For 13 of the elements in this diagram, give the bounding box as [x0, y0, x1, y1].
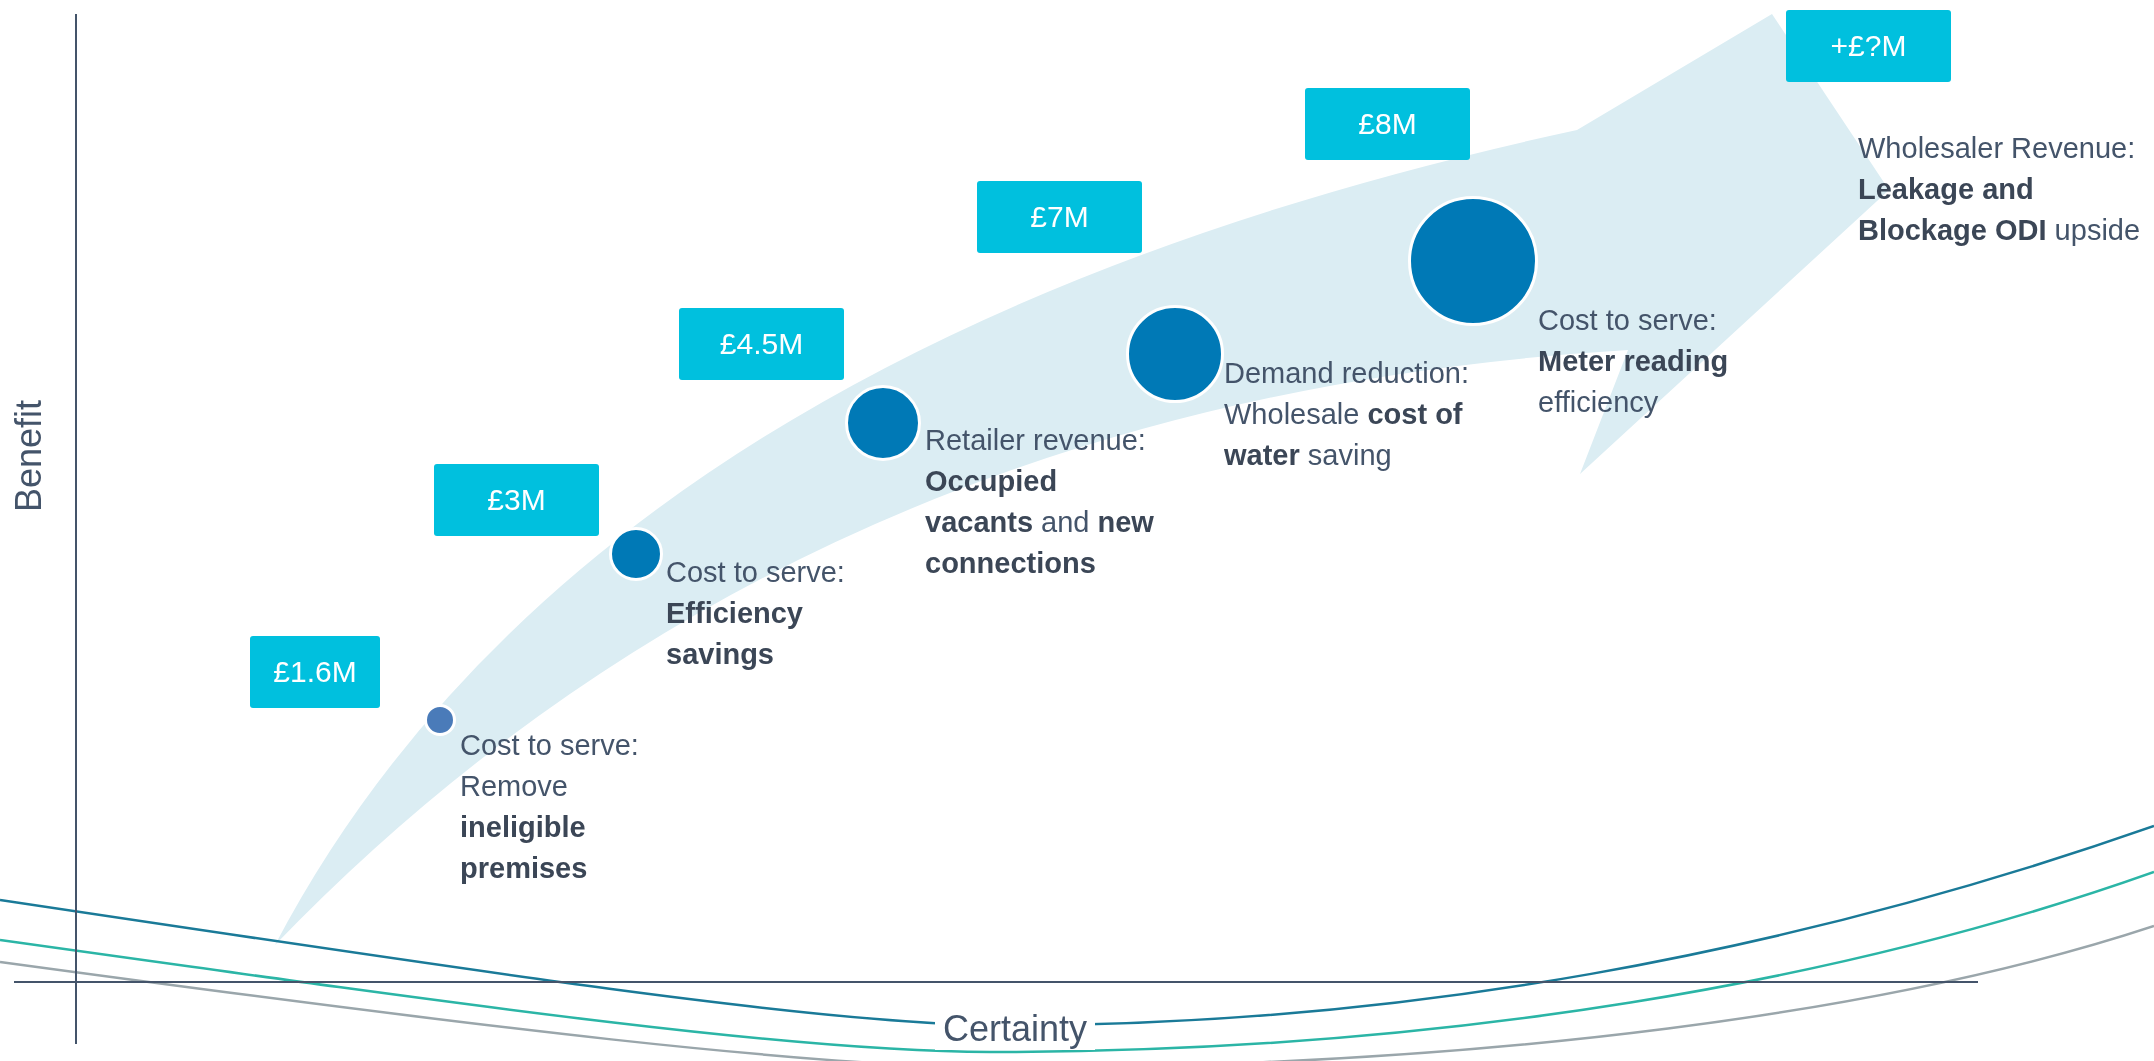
value-badge: £8M	[1305, 88, 1470, 160]
value-badge: £1.6M	[250, 636, 380, 708]
benefit-description: Demand reduction: Wholesale cost of water saving	[1224, 356, 1471, 473]
benefit-description: Cost to serve: Meter reading efficiency	[1538, 303, 1730, 420]
value-badge: £4.5M	[679, 308, 844, 380]
benefit-description: Retailer revenue: Occupied vacants and new connections	[925, 423, 1155, 581]
axis-label: Benefit	[8, 398, 50, 514]
value-badge: +£?M	[1786, 10, 1951, 82]
value-badge: £7M	[977, 181, 1142, 253]
value-badge: £3M	[434, 464, 599, 536]
benefit-description: Cost to serve: Remove ineligible premises	[460, 728, 640, 886]
benefit-description: Cost to serve: Efficiency savings	[666, 555, 846, 672]
benefit-description: Wholesaler Revenue: Leakage and Blockage ODI upside	[1858, 131, 2142, 248]
